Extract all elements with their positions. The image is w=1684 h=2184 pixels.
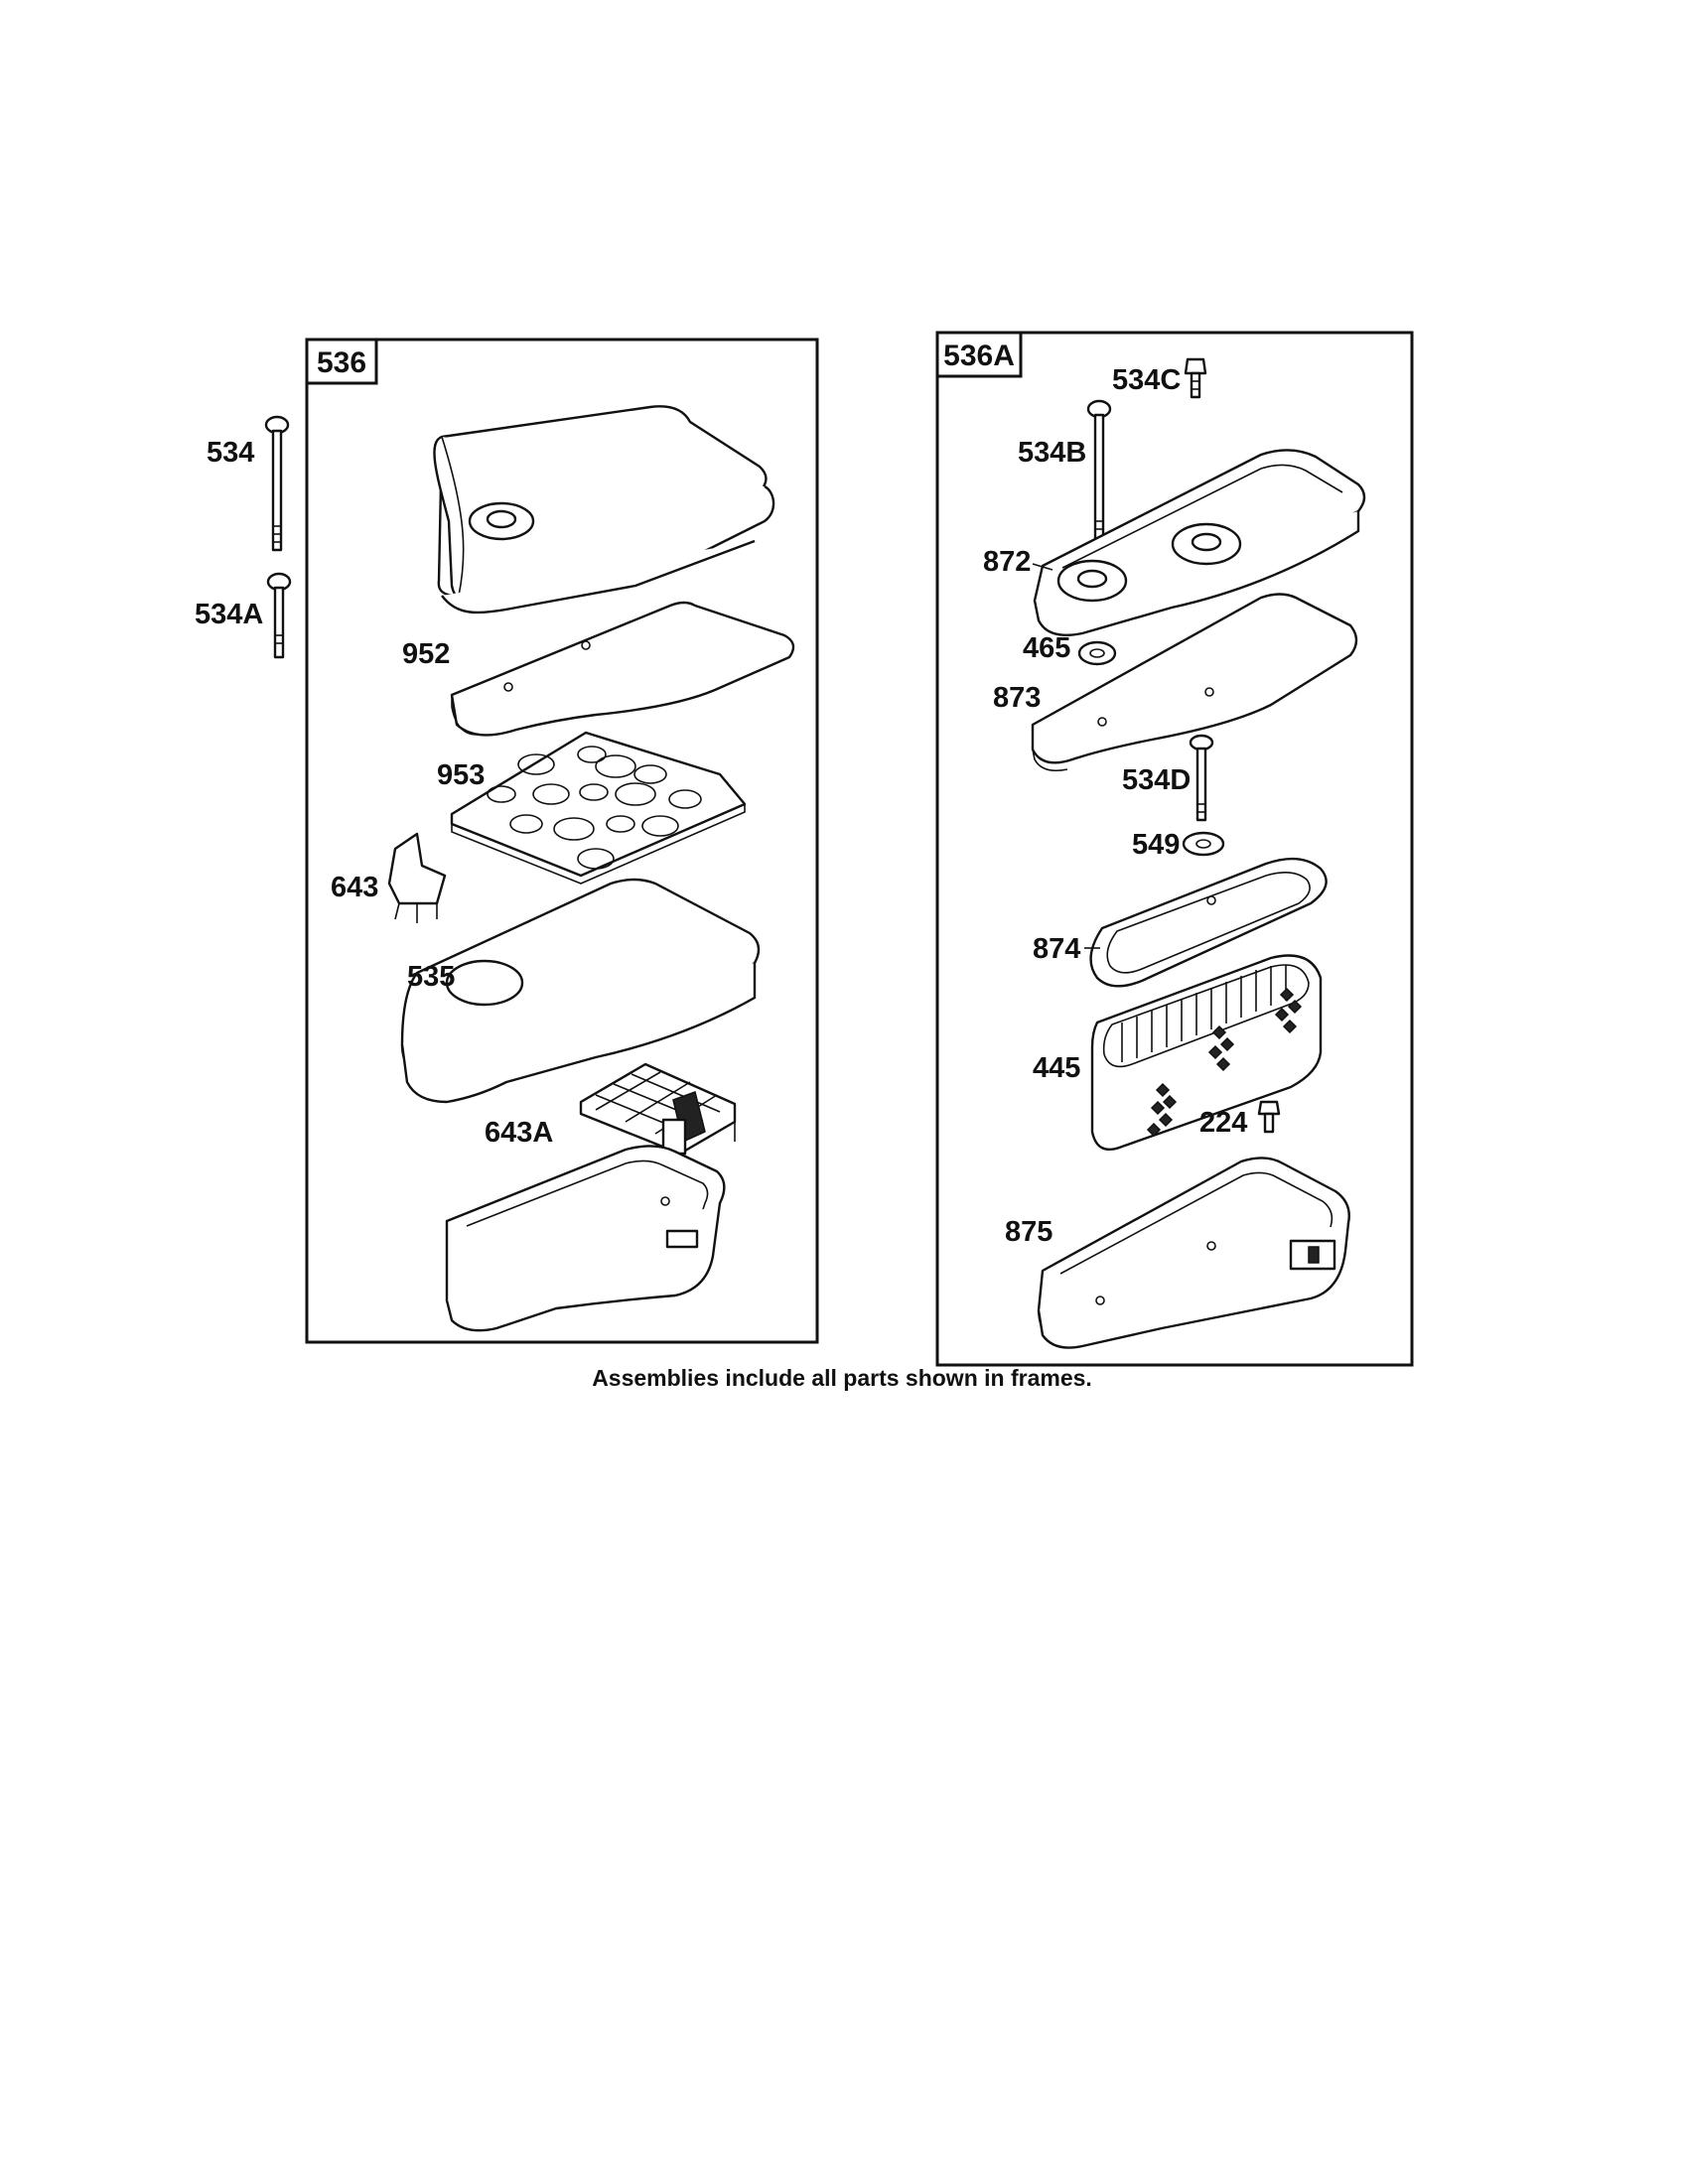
frame-536a: 536A: [935, 331, 1414, 1367]
bolt-534: [264, 415, 290, 552]
base-875: [1037, 1157, 1350, 1349]
washer-549: [1182, 831, 1225, 857]
label-534d: 534D: [1122, 764, 1191, 796]
label-534: 534: [207, 437, 254, 469]
label-534a: 534A: [195, 599, 263, 630]
foam-535: [400, 878, 761, 1104]
label-445: 445: [1033, 1052, 1080, 1084]
plate-873: [1031, 593, 1358, 772]
washer-465: [1077, 640, 1117, 666]
screw-224: [1257, 1100, 1281, 1134]
label-534b: 534B: [1018, 437, 1086, 469]
label-224: 224: [1199, 1107, 1247, 1139]
cover-872: [1033, 449, 1366, 637]
diagram-caption: Assemblies include all parts shown in fr…: [592, 1365, 1092, 1391]
base-536: [445, 1145, 726, 1332]
label-643a: 643A: [485, 1117, 553, 1149]
frame-536: 536: [305, 338, 819, 1344]
bolt-534a: [266, 572, 292, 659]
label-873: 873: [993, 682, 1041, 714]
gasket-874: [1089, 857, 1328, 988]
air-cleaner-cover: [433, 405, 775, 614]
label-875: 875: [1005, 1216, 1052, 1248]
label-549: 549: [1132, 829, 1180, 861]
cage-643a: [579, 1062, 737, 1156]
label-874: 874: [1033, 933, 1080, 965]
label-643: 643: [331, 872, 378, 903]
label-535: 535: [407, 961, 455, 993]
plate-952: [450, 601, 795, 737]
label-465: 465: [1023, 632, 1070, 664]
clip-643: [387, 832, 447, 923]
screen-953: [450, 731, 747, 885]
filter-445: [1090, 954, 1323, 1152]
bolt-534c: [1184, 357, 1207, 399]
bolt-534d: [1189, 734, 1214, 822]
label-953: 953: [437, 759, 485, 791]
label-534c: 534C: [1112, 364, 1181, 396]
bolt-534b: [1086, 399, 1112, 541]
frame-tag-536a: 536A: [943, 340, 1015, 372]
frame-tag-536: 536: [317, 346, 366, 379]
label-872: 872: [983, 546, 1031, 578]
label-952: 952: [402, 638, 450, 670]
